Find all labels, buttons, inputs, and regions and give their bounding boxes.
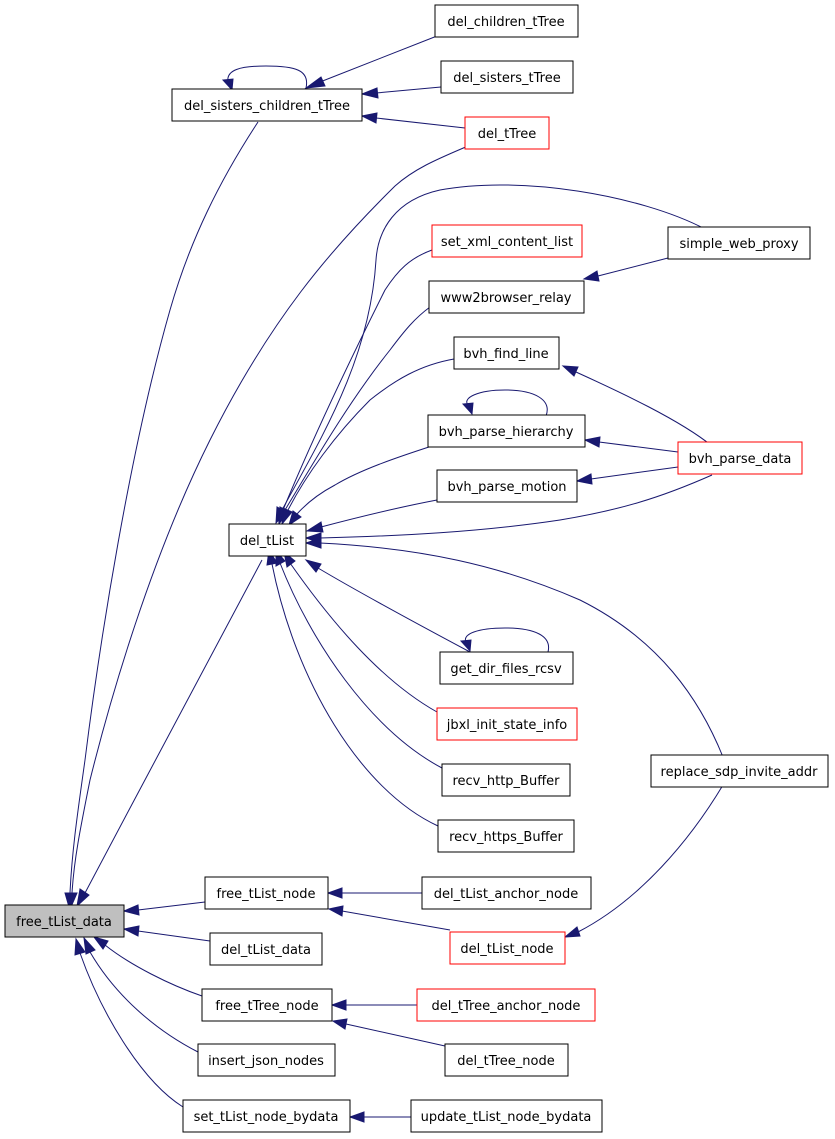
edge-del-sisters-tTree-to-del-sisters-children-tTree <box>360 86 442 99</box>
node-label: del_tList_node <box>460 942 553 957</box>
node-label: replace_sdp_invite_addr <box>661 765 819 780</box>
node-label: del_tList_data <box>221 943 311 958</box>
node-free-tList-data[interactable]: free_tList_data <box>4 904 125 938</box>
edge-del-tList-node-to-replace-sdp-invite-addr <box>563 784 724 938</box>
edge-get-dir-files-rcsv-self-loop <box>459 627 550 653</box>
node-label: simple_web_proxy <box>679 237 798 252</box>
edge-del-tList-data-to-free-tList-data <box>122 925 211 942</box>
edge-bvh-parse-hierarchy-self-loop <box>461 389 548 417</box>
node-label: del_tList_anchor_node <box>434 887 579 902</box>
edge-bvh-parse-hierarchy-to-del-tList <box>288 445 433 527</box>
node-del-tList-node[interactable]: del_tList_node <box>449 931 566 965</box>
edge-del-tTree-anchor-node-to-free-tTree-node <box>330 999 417 1011</box>
node-label: free_tList_data <box>16 915 112 930</box>
nodes: del_children_tTree del_sisters_tTree del… <box>4 4 829 1133</box>
node-label: free_tTree_node <box>215 999 318 1014</box>
edge-del-tList-anchor-node-to-free-tList-node <box>326 887 422 899</box>
node-set-tList-node-bydata[interactable]: set_tList_node_bydata <box>182 1099 351 1133</box>
node-free-tTree-node[interactable]: free_tTree_node <box>201 988 333 1022</box>
node-del-children-tTree[interactable]: del_children_tTree <box>434 4 579 38</box>
node-label: del_tList <box>240 534 294 549</box>
edge-del-tList-node-to-free-tList-node <box>327 905 451 931</box>
node-label: update_tList_node_bydata <box>421 1110 592 1125</box>
node-label: www2browser_relay <box>440 291 571 306</box>
node-del-tTree-anchor-node[interactable]: del_tTree_anchor_node <box>416 988 596 1022</box>
node-del-tTree[interactable]: del_tTree <box>464 116 550 150</box>
node-label: del_children_tTree <box>447 15 564 30</box>
node-del-tTree-node[interactable]: del_tTree_node <box>444 1043 569 1077</box>
node-get-dir-files-rcsv[interactable]: get_dir_files_rcsv <box>439 651 574 685</box>
edges <box>64 35 724 1123</box>
edge-free-tTree-node-to-free-tList-data <box>92 936 203 997</box>
edge-simple-web-proxy-to-www2browser-relay <box>582 257 669 282</box>
node-recv-https-Buffer[interactable]: recv_https_Buffer <box>437 819 575 853</box>
node-insert-json-nodes[interactable]: insert_json_nodes <box>197 1043 336 1077</box>
edge-del-sisters-children-tTree-self-loop <box>221 65 308 92</box>
node-bvh-find-line[interactable]: bvh_find_line <box>453 336 560 370</box>
node-simple-web-proxy[interactable]: simple_web_proxy <box>667 226 811 260</box>
edge-get-dir-files-rcsv-to-del-tList <box>304 559 471 653</box>
edge-recv-https-Buffer-to-del-tList <box>266 548 439 827</box>
node-bvh-parse-motion[interactable]: bvh_parse_motion <box>436 469 578 503</box>
edge-update-tList-node-bydata-to-set-tList-node-bydata <box>348 1111 411 1123</box>
edge-bvh-parse-motion-to-del-tList <box>305 499 438 533</box>
node-www2browser-relay[interactable]: www2browser_relay <box>428 280 585 314</box>
node-label: bvh_find_line <box>463 347 548 362</box>
node-label: insert_json_nodes <box>208 1054 324 1069</box>
edge-replace-sdp-invite-addr-to-del-tList <box>304 537 724 758</box>
edge-bvh-find-line-to-del-tList <box>281 358 455 526</box>
edge-del-sisters-children-tTree-to-free-tList-data <box>64 121 259 909</box>
node-jbxl-init-state-info[interactable]: jbxl_init_state_info <box>436 707 578 741</box>
node-label: del_sisters_children_tTree <box>184 99 350 114</box>
node-free-tList-node[interactable]: free_tList_node <box>204 876 329 910</box>
node-label: jbxl_init_state_info <box>446 718 568 733</box>
edge-bvh-parse-data-to-bvh-parse-hierarchy <box>583 436 679 453</box>
node-replace-sdp-invite-addr[interactable]: replace_sdp_invite_addr <box>650 754 829 788</box>
node-label: set_tList_node_bydata <box>194 1110 339 1125</box>
edge-set-tList-node-bydata-to-free-tList-data <box>74 937 184 1108</box>
edge-insert-json-nodes-to-free-tList-data <box>83 936 199 1053</box>
edge-www2browser-relay-to-del-tList <box>278 306 431 525</box>
node-label: recv_http_Buffer <box>452 774 560 789</box>
node-label: del_sisters_tTree <box>453 71 560 86</box>
node-label: get_dir_files_rcsv <box>450 662 562 677</box>
node-label: bvh_parse_motion <box>447 480 566 495</box>
edge-jbxl-init-state-info-to-del-tList <box>283 550 438 713</box>
edge-free-tList-node-to-free-tList-data <box>122 901 206 916</box>
edge-bvh-parse-data-to-bvh-parse-motion <box>575 466 679 485</box>
node-set-xml-content-list[interactable]: set_xml_content_list <box>431 224 583 258</box>
edge-bvh-parse-data-to-bvh-find-line <box>561 365 713 447</box>
node-label: bvh_parse_data <box>689 452 792 467</box>
node-del-tList-anchor-node[interactable]: del_tList_anchor_node <box>421 876 592 910</box>
node-label: del_tTree_anchor_node <box>432 999 581 1014</box>
node-del-sisters-tTree[interactable]: del_sisters_tTree <box>440 60 574 94</box>
edge-del-tTree-node-to-free-tTree-node <box>331 1018 446 1047</box>
node-label: del_tTree_node <box>457 1054 555 1069</box>
node-del-sisters-children-tTree[interactable]: del_sisters_children_tTree <box>171 88 363 122</box>
node-del-tList-data[interactable]: del_tList_data <box>209 932 323 966</box>
node-bvh-parse-hierarchy[interactable]: bvh_parse_hierarchy <box>427 414 586 448</box>
node-update-tList-node-bydata[interactable]: update_tList_node_bydata <box>410 1099 603 1133</box>
edge-del-children-tTree-to-del-sisters-children-tTree <box>304 35 438 89</box>
edge-del-tList-to-free-tList-data <box>76 559 263 908</box>
node-label: set_xml_content_list <box>441 235 573 250</box>
node-label: free_tList_node <box>217 887 316 902</box>
node-label: recv_https_Buffer <box>449 830 563 845</box>
edge-del-tTree-to-del-sisters-children-tTree <box>360 112 466 129</box>
edge-del-tTree-to-free-tList-data <box>66 145 469 909</box>
node-del-tList[interactable]: del_tList <box>228 523 307 557</box>
node-label: bvh_parse_hierarchy <box>439 425 574 440</box>
node-label: del_tTree <box>478 127 537 142</box>
node-bvh-parse-data[interactable]: bvh_parse_data <box>677 441 803 475</box>
node-recv-http-Buffer[interactable]: recv_http_Buffer <box>441 763 571 797</box>
